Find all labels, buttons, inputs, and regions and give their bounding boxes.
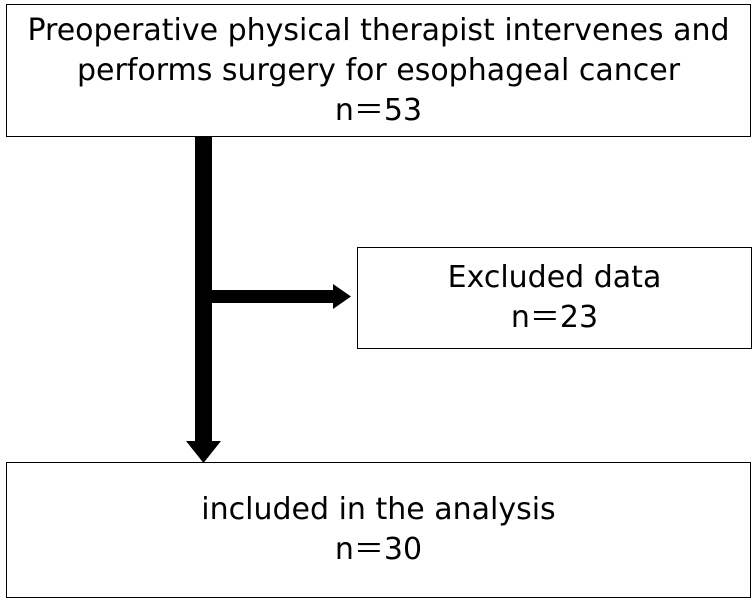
branch-horizontal-connector [203, 290, 334, 303]
arrowhead-down-to-included [186, 441, 221, 463]
arrowhead-right-to-excluded [333, 284, 351, 309]
main-vertical-connector [195, 137, 212, 442]
excluded-label: Excluded data [447, 260, 662, 295]
included-box: included in the analysis n＝30 [6, 462, 751, 598]
enrollment-box: Preoperative physical therapist interven… [6, 4, 751, 137]
excluded-box: Excluded data n＝23 [357, 247, 752, 349]
enrollment-text-line-1: Preoperative physical therapist interven… [27, 12, 730, 48]
included-count: n＝30 [334, 532, 423, 567]
included-label: included in the analysis [201, 492, 556, 527]
enrollment-text-line-2: performs surgery for esophageal cancer [76, 52, 681, 88]
enrollment-count: n＝53 [334, 92, 423, 128]
excluded-count: n＝23 [510, 300, 599, 335]
